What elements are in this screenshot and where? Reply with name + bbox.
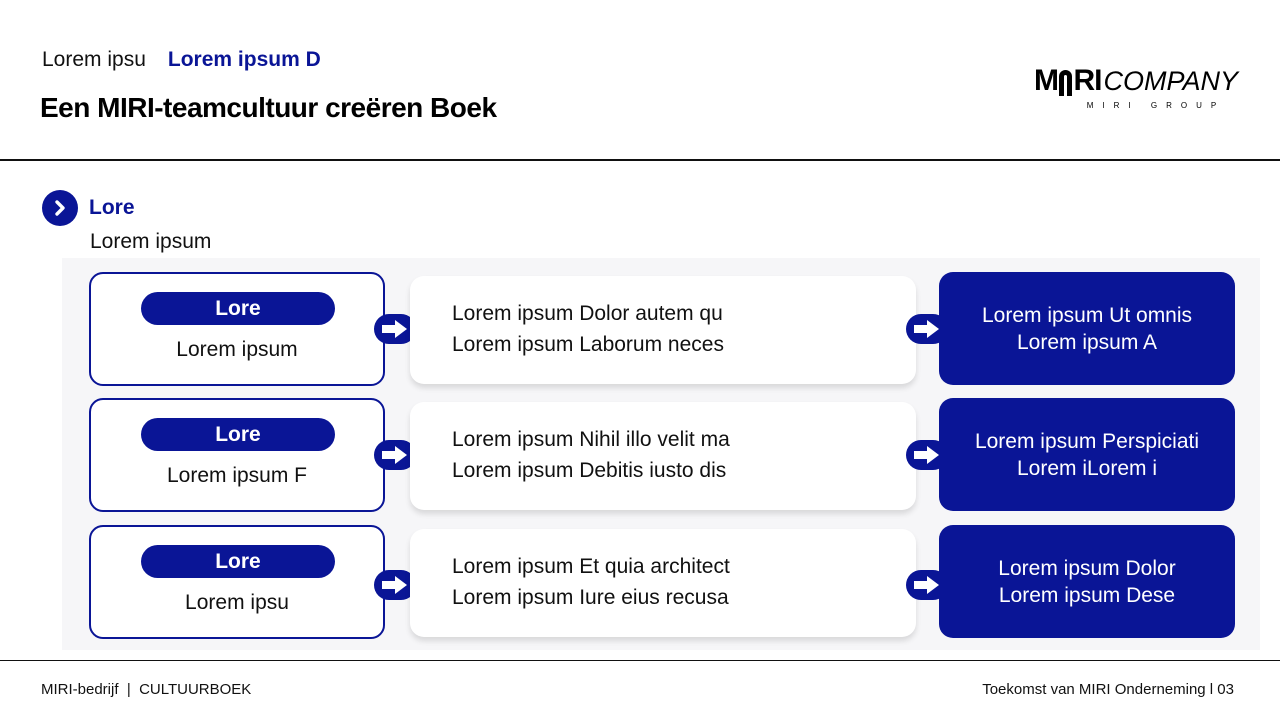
page-title: Een MIRI-teamcultuur creëren Boek (40, 92, 497, 123)
breadcrumb: Lorem ipsu Lorem ipsum D (42, 48, 321, 72)
company-logo: M RI COMPANY MIRI GROUP (1034, 62, 1238, 116)
outcome-line: Lorem ipsum Dese (998, 583, 1176, 607)
flow-row: Lore Lorem ipsum Lorem ipsum Dolor autem… (0, 272, 1280, 386)
description-line: Lorem ipsum Nihil illo velit ma (452, 428, 730, 451)
category-card: Lore Lorem ipsum (89, 272, 385, 386)
category-card: Lore Lorem ipsum F (89, 398, 385, 512)
chevron-right-circle-icon (42, 190, 78, 226)
outcome-line: Lorem ipsum Ut omnis (981, 303, 1193, 327)
logo-brand-left: M (1034, 64, 1059, 97)
flow-row: Lore Lorem ipsu Lorem ipsum Et quia arch… (0, 525, 1280, 639)
category-pill: Lore (141, 292, 335, 325)
description-card: Lorem ipsum Dolor autem qu Lorem ipsum L… (410, 276, 916, 384)
outcome-line: Lorem ipsum Dolor (998, 556, 1176, 580)
section-subtitle: Lorem ipsum (90, 230, 212, 253)
footer-divider (0, 660, 1280, 661)
description-line: Lorem ipsum Et quia architect (452, 555, 730, 578)
description-card: Lorem ipsum Nihil illo velit ma Lorem ip… (410, 402, 916, 510)
arrow-right-icon (906, 570, 948, 600)
outcome-line: Lorem ipsum A (1016, 330, 1158, 354)
description-line: Lorem ipsum Debitis iusto dis (452, 459, 727, 482)
category-label: Lorem ipsum (176, 338, 298, 361)
arrow-right-icon (374, 570, 416, 600)
arrow-right-icon (374, 440, 416, 470)
category-pill: Lore (141, 545, 335, 578)
section-title: Lore (89, 196, 135, 219)
category-label: Lorem ipsu (185, 591, 289, 614)
outcome-line: Lorem ipsum Perspiciati (974, 429, 1200, 453)
arrow-right-icon (906, 314, 948, 344)
outcome-card: Lorem ipsum Dolor Lorem ipsum Dese (939, 525, 1235, 638)
arrow-right-icon (906, 440, 948, 470)
footer-right-text: Toekomst van MIRI Onderneming l 03 (982, 681, 1234, 698)
arrow-right-icon (374, 314, 416, 344)
category-card: Lore Lorem ipsu (89, 525, 385, 639)
description-line: Lorem ipsum Iure eius recusa (452, 586, 729, 609)
breadcrumb-current[interactable]: Lorem ipsum D (167, 48, 321, 71)
header-divider (0, 159, 1280, 161)
outcome-card: Lorem ipsum Perspiciati Lorem iLorem i (939, 398, 1235, 511)
footer-left-text: MIRI-bedrijf | CULTUURBOEK (41, 681, 252, 698)
description-card: Lorem ipsum Et quia architect Lorem ipsu… (410, 529, 916, 637)
description-line: Lorem ipsum Laborum neces (452, 333, 724, 356)
category-label: Lorem ipsum F (166, 464, 308, 487)
description-line: Lorem ipsum Dolor autem qu (452, 302, 723, 325)
logo-brand-right: RI (1073, 64, 1102, 97)
outcome-card: Lorem ipsum Ut omnis Lorem ipsum A (939, 272, 1235, 385)
logo-arch-icon (1059, 70, 1073, 96)
breadcrumb-item[interactable]: Lorem ipsu (42, 48, 146, 71)
outcome-line: Lorem iLorem i (1016, 456, 1158, 480)
category-pill: Lore (141, 418, 335, 451)
flow-row: Lore Lorem ipsum F Lorem ipsum Nihil ill… (0, 398, 1280, 512)
logo-company: COMPANY (1103, 66, 1238, 96)
logo-group: MIRI GROUP (1086, 101, 1226, 110)
